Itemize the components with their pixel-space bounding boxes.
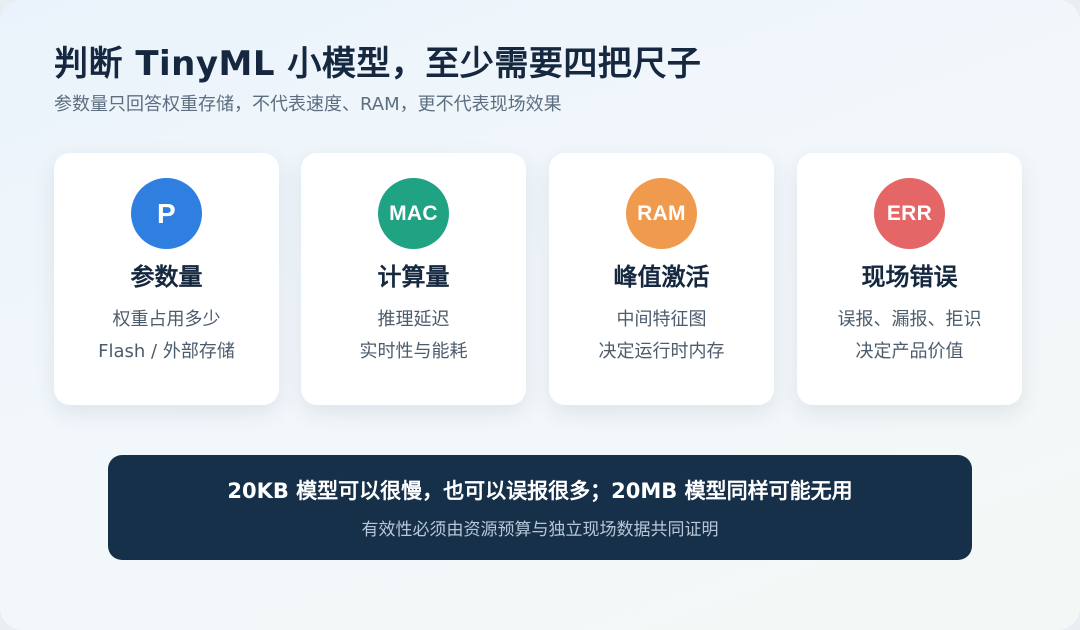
card-description: Flash / 外部存储 bbox=[98, 341, 235, 362]
card-description: 决定产品价值 bbox=[855, 341, 964, 362]
card-description: 实时性与能耗 bbox=[359, 341, 468, 362]
ram-badge-icon: RAM bbox=[626, 178, 697, 249]
card-description: 权重占用多少 bbox=[112, 309, 221, 330]
card-compute: MAC 计算量 推理延迟 实时性与能耗 bbox=[301, 153, 526, 405]
err-badge-icon: ERR bbox=[874, 178, 945, 249]
banner-subtext: 有效性必须由资源预算与独立现场数据共同证明 bbox=[361, 520, 719, 540]
page-subtitle: 参数量只回答权重存储，不代表速度、RAM，更不代表现场效果 bbox=[54, 94, 562, 115]
card-description: 中间特征图 bbox=[616, 309, 707, 330]
card-description: 决定运行时内存 bbox=[598, 341, 725, 362]
card-title: 峰值激活 bbox=[613, 263, 710, 291]
card-description: 误报、漏报、拒识 bbox=[837, 309, 982, 330]
card-field-errors: ERR 现场错误 误报、漏报、拒识 决定产品价值 bbox=[797, 153, 1022, 405]
parameters-badge-icon: P bbox=[131, 178, 202, 249]
card-parameters: P 参数量 权重占用多少 Flash / 外部存储 bbox=[54, 153, 279, 405]
card-title: 计算量 bbox=[377, 263, 450, 291]
mac-badge-icon: MAC bbox=[378, 178, 449, 249]
page-title: 判断 TinyML 小模型，至少需要四把尺子 bbox=[54, 44, 702, 84]
metric-cards: P 参数量 权重占用多少 Flash / 外部存储 MAC 计算量 推理延迟 实… bbox=[54, 153, 1022, 405]
card-title: 现场错误 bbox=[861, 263, 958, 291]
card-description: 推理延迟 bbox=[377, 309, 450, 330]
card-title: 参数量 bbox=[130, 263, 203, 291]
banner-headline: 20KB 模型可以很慢，也可以误报很多；20MB 模型同样可能无用 bbox=[227, 479, 853, 503]
conclusion-banner: 20KB 模型可以很慢，也可以误报很多；20MB 模型同样可能无用 有效性必须由… bbox=[108, 455, 972, 560]
card-peak-activation: RAM 峰值激活 中间特征图 决定运行时内存 bbox=[549, 153, 774, 405]
